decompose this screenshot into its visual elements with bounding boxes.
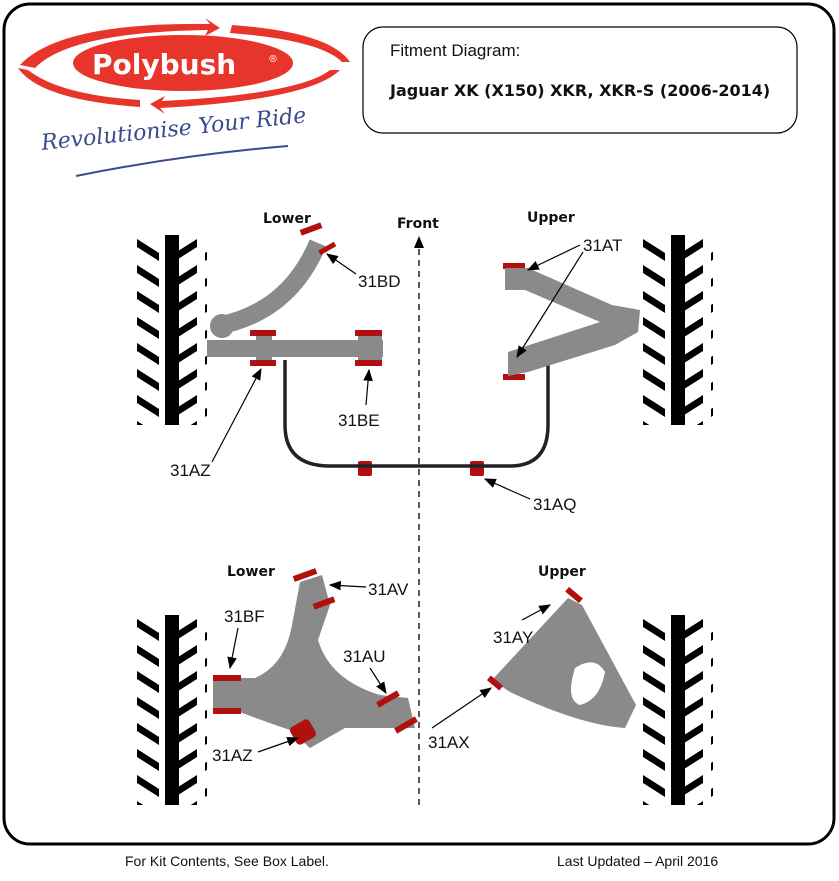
front-label: Front <box>397 216 439 232</box>
part-label-31AY: 31AY <box>493 628 533 647</box>
footer-last-updated: Last Updated – April 2016 <box>557 853 719 869</box>
part-label-31AT: 31AT <box>583 236 622 255</box>
tire-rear-left <box>137 235 207 425</box>
page-frame <box>2 2 836 846</box>
rear-lower-arm <box>207 239 383 363</box>
front-bushes <box>213 568 583 745</box>
title-box <box>362 26 798 134</box>
rear-upper-label: Upper <box>527 210 575 226</box>
svg-text:®: ® <box>268 54 278 65</box>
svg-text:Polybush: Polybush <box>92 48 236 81</box>
part-label-31AU: 31AU <box>343 647 386 666</box>
front-lower-arm <box>213 575 415 748</box>
tire-rear-right <box>643 235 713 425</box>
part-label-31BE: 31BE <box>338 411 380 430</box>
part-label-31AZ-rear: 31AZ <box>170 461 211 480</box>
part-label-31AZ-front: 31AZ <box>212 746 253 765</box>
front-callout-arrows <box>227 580 552 753</box>
polybush-logo: Polybush ® Revolutionise Your Ride <box>18 18 350 177</box>
rear-upper-arm <box>505 268 640 376</box>
tire-front-right <box>643 615 713 805</box>
rear-lower-label: Lower <box>263 211 311 227</box>
diagram-heading: Fitment Diagram: <box>390 41 520 60</box>
part-label-31BF: 31BF <box>224 607 265 626</box>
rear-callout-arrows <box>211 244 584 500</box>
anti-roll-bar <box>283 360 550 468</box>
part-label-31BD: 31BD <box>358 272 401 291</box>
part-label-31AX: 31AX <box>428 733 470 752</box>
part-label-31AQ: 31AQ <box>533 495 576 514</box>
part-label-31AV: 31AV <box>368 580 409 599</box>
front-lower-label: Lower <box>227 564 275 580</box>
footer-kit-contents: For Kit Contents, See Box Label. <box>125 853 329 869</box>
front-upper-label: Upper <box>538 564 586 580</box>
front-arrow-icon <box>414 236 424 248</box>
vehicle-title: Jaguar XK (X150) XKR, XKR-S (2006-2014) <box>389 81 770 100</box>
tire-front-left <box>137 615 207 805</box>
front-upper-arm <box>492 598 636 728</box>
